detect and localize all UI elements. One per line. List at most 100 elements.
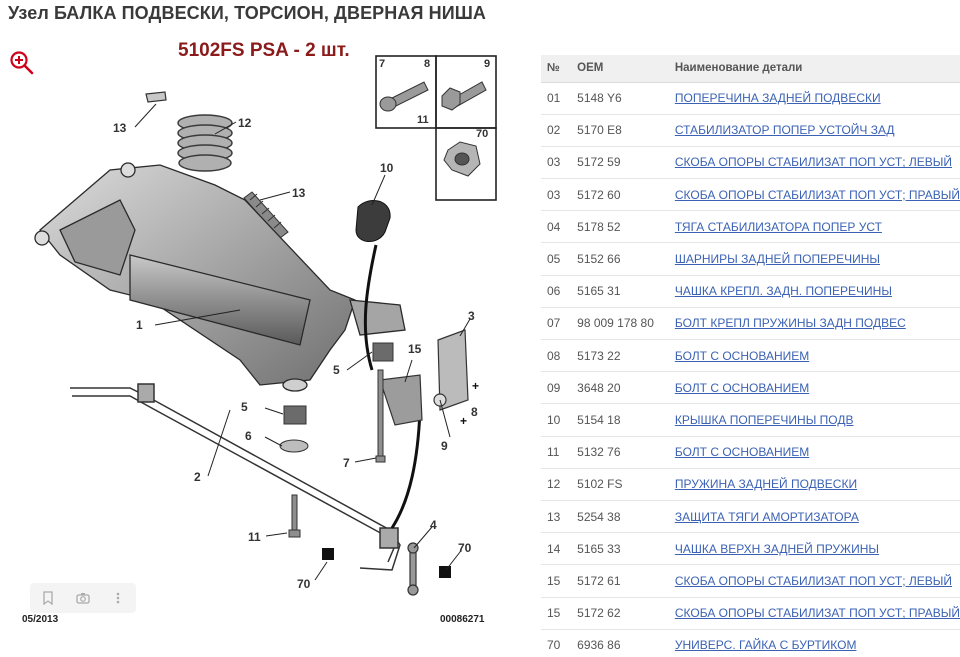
overlay-tools [30,583,136,613]
part-name-link[interactable]: БОЛТ С ОСНОВАНИЕМ [674,445,810,460]
oem-code-cell: 5173 22 [571,339,671,373]
part-name-link[interactable]: УНИВЕРС. ГАЙКА С БУРТИКОМ [674,638,857,653]
part-name-link[interactable]: СКОБА ОПОРЫ СТАБИЛИЗАТ ПОП УСТ; ЛЕВЫЙ [674,573,953,588]
callout-7: 7 [343,456,350,470]
oem-code-cell: 5165 31 [571,275,671,308]
part-name-link[interactable]: ШАРНИРЫ ЗАДНЕЙ ПОПЕРЕЧИНЫ [674,252,881,267]
part-number-cell: 70 [541,629,572,657]
part-name-link[interactable]: ПРУЖИНА ЗАДНЕЙ ПОДВЕСКИ [674,477,858,492]
part-name-cell: ПОПЕРЕЧИНА ЗАДНЕЙ ПОДВЕСКИ [670,82,960,115]
table-header-row: № OEM Наименование детали [541,55,960,83]
oem-code-cell: 5152 66 [571,242,671,276]
oem-code-cell: 5154 18 [571,403,671,437]
part-number-cell: 08 [541,339,572,373]
inset-label-70: 70 [476,128,489,140]
coil-spring-12 [177,114,233,172]
oem-code-cell: 3648 20 [571,371,671,405]
callout-6: 6 [245,429,252,443]
part-name-cell: СКОБА ОПОРЫ СТАБИЛИЗАТ ПОП УСТ; ЛЕВЫЙ [670,564,960,598]
stabilizer-bar-2 [70,383,401,571]
part-name-cell: ЧАШКА КРЕПЛ. ЗАДН. ПОПЕРЕЧИНЫ [670,275,960,308]
part-name-link[interactable]: КРЫШКА ПОПЕРЕЧИНЫ ПОДВ [674,412,854,427]
camera-icon[interactable] [76,591,90,605]
oem-code-cell: 5102 FS [571,468,671,501]
part-name-cell: ТЯГА СТАБИЛИЗАТОРА ПОПЕР УСТ [670,210,960,244]
callout-11: 11 [248,530,261,544]
bolt-7 [375,369,386,463]
part-name-cell: БОЛТ КРЕПЛ ПРУЖИНЫ ЗАДН ПОДВЕС [670,307,960,341]
part-name-cell: СКОБА ОПОРЫ СТАБИЛИЗАТ ПОП УСТ; ПРАВЫЙ [670,597,960,630]
part-name-link[interactable]: ТЯГА СТАБИЛИЗАТОРА ПОПЕР УСТ [674,219,882,234]
part-number-cell: 02 [541,114,572,147]
zoom-in-icon[interactable] [9,50,35,76]
crossmember-beam-1 [34,162,406,392]
callout-12: 12 [238,116,252,130]
part-name-link[interactable]: СКОБА ОПОРЫ СТАБИЛИЗАТ ПОП УСТ; ЛЕВЫЙ [674,155,953,170]
inset-label-9: 9 [484,58,491,70]
part-number-cell: 14 [541,532,572,566]
part-number-cell: 01 [541,82,572,115]
part-name-cell: ШАРНИРЫ ЗАДНЕЙ ПОПЕРЕЧИНЫ [670,242,960,276]
part-name-link[interactable]: ЧАШКА КРЕПЛ. ЗАДН. ПОПЕРЕЧИНЫ [674,284,892,299]
callout-5: 5 [241,400,248,414]
part-name-cell: ЧАШКА ВЕРХН ЗАДНЕЙ ПРУЖИНЫ [670,532,960,566]
callout-10: 10 [380,161,394,175]
bookmark-icon[interactable] [41,591,55,606]
inset-label-7: 7 [379,58,386,70]
part-name-cell: БОЛТ С ОСНОВАНИЕМ [670,436,960,469]
callout-9: 9 [441,439,448,453]
bushing-5 [283,342,394,425]
oem-code-cell: 5132 76 [571,436,671,469]
part-number-cell: 12 [541,468,572,501]
more-icon[interactable] [111,591,125,605]
callout-8: 8 [471,405,478,419]
svg-text:+: + [472,379,479,393]
part-name-cell: СТАБИЛИЗАТОР ПОПЕР УСТОЙЧ ЗАД [670,114,960,147]
part-name-cell: СКОБА ОПОРЫ СТАБИЛИЗАТ ПОП УСТ; ЛЕВЫЙ [670,146,960,180]
part-name-link[interactable]: СТАБИЛИЗАТОР ПОПЕР УСТОЙЧ ЗАД [674,123,895,138]
oem-code-cell: 5172 60 [571,178,671,212]
oem-code-cell: 5254 38 [571,500,671,534]
part-name-link[interactable]: ПОПЕРЕЧИНА ЗАДНЕЙ ПОДВЕСКИ [674,91,881,106]
part-name-link[interactable]: БОЛТ С ОСНОВАНИЕМ [674,380,810,395]
cup-6 [279,439,309,453]
part-number-cell: 06 [541,275,572,308]
callout-5: 5 [333,363,340,377]
callout-2: 2 [194,470,201,484]
part-name-cell: БОЛТ С ОСНОВАНИЕМ [670,371,960,405]
annotation-label: 5102FS PSA - 2 шт. [178,40,350,61]
part-name-link[interactable]: БОЛТ С ОСНОВАНИЕМ [674,348,810,363]
bump-stop-13 [243,191,289,239]
part-name-link[interactable]: БОЛТ КРЕПЛ ПРУЖИНЫ ЗАДН ПОДВЕС [674,316,906,331]
part-name-link[interactable]: ЧАШКА ВЕРХН ЗАДНЕЙ ПРУЖИНЫ [674,541,880,556]
crossmember-cover-10 [355,199,391,242]
part-number-cell: 04 [541,210,572,244]
oem-code-cell: 5178 52 [571,210,671,244]
callout-70: 70 [458,541,472,555]
part-number-cell: 13 [541,500,572,534]
part-number-cell: 15 [541,597,572,630]
callout-13: 13 [292,186,306,200]
nut-70 [322,548,334,560]
oem-code-cell: 6936 86 [571,629,671,657]
part-number-cell: 11 [541,436,572,469]
part-number-cell: 09 [541,371,572,405]
inset-label-11: 11 [417,114,429,126]
part-name-link[interactable]: ЗАЩИТА ТЯГИ АМОРТИЗАТОРА [674,509,859,524]
part-number-cell: 03 [541,178,572,212]
part-name-link[interactable]: СКОБА ОПОРЫ СТАБИЛИЗАТ ПОП УСТ; ПРАВЫЙ [674,187,960,202]
part-name-link[interactable]: СКОБА ОПОРЫ СТАБИЛИЗАТ ПОП УСТ; ПРАВЫЙ [674,606,960,621]
page-title: Узел БАЛКА ПОДВЕСКИ, ТОРСИОН, ДВЕРНАЯ НИ… [8,3,487,23]
callout-4: 4 [430,518,437,532]
